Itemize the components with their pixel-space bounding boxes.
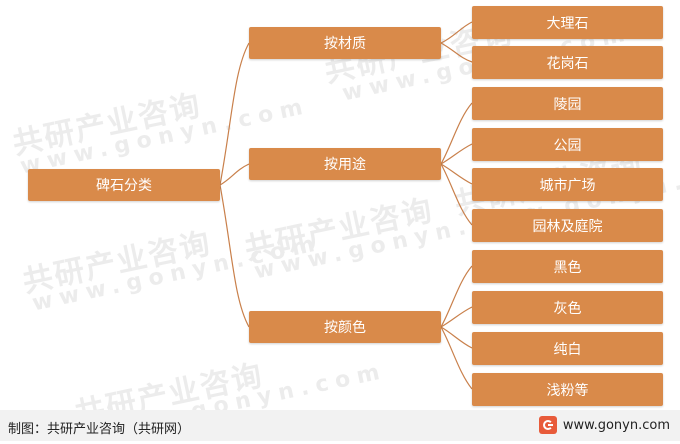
connector-color-white <box>440 326 473 349</box>
leaf-granite-label: 花岗石 <box>546 55 589 72</box>
footer-brand: www.gonyn.com <box>538 416 670 434</box>
leaf-square-label: 城市广场 <box>539 177 596 194</box>
root-node: 碑石分类 <box>28 169 220 201</box>
leaf-garden-label: 园林及庭院 <box>532 218 603 235</box>
leaf-black-label: 黑色 <box>553 259 582 276</box>
leaf-white-label: 纯白 <box>553 341 582 358</box>
connector-use-square <box>440 163 473 185</box>
leaf-gray-label: 灰色 <box>553 300 582 317</box>
branch-color-node: 按颜色 <box>249 311 441 343</box>
footer-bar: 制图：共研产业咨询（共研网） www.gonyn.com <box>0 410 680 441</box>
website-text: www.gonyn.com <box>562 417 670 433</box>
watermark-url: www.gonyn.com <box>30 230 324 317</box>
watermark-brand: 共研产业咨询 <box>19 225 215 301</box>
leaf-garden-node: 园林及庭院 <box>472 209 663 242</box>
leaf-marble-node: 大理石 <box>472 6 663 39</box>
connector-root-material <box>219 42 250 186</box>
leaf-gray-node: 灰色 <box>472 291 663 324</box>
leaf-park-label: 公园 <box>553 137 582 154</box>
connector-color-gray <box>440 306 473 328</box>
connector-use-park <box>440 143 473 165</box>
connector-root-use <box>219 163 250 186</box>
connector-color-black <box>440 265 473 328</box>
leaf-marble-label: 大理石 <box>546 15 589 32</box>
branch-use-label: 按用途 <box>324 157 366 173</box>
watermark-brand: 共研产业咨询 <box>9 87 205 163</box>
leaf-cemetery-label: 陵园 <box>553 96 582 113</box>
leaf-white-node: 纯白 <box>472 332 663 365</box>
leaf-park-node: 公园 <box>472 128 663 161</box>
connector-root-color <box>219 184 250 328</box>
connector-use-cemetery <box>440 102 473 165</box>
branch-material-label: 按材质 <box>324 36 366 52</box>
connector-use-garden <box>440 163 473 226</box>
source-text: 制图：共研产业咨询（共研网） <box>8 422 191 437</box>
branch-use-node: 按用途 <box>249 148 441 180</box>
watermark-brand: 共研产业咨询 <box>241 192 437 268</box>
leaf-cemetery-node: 陵园 <box>472 87 663 120</box>
leaf-pink-label: 浅粉等 <box>546 382 589 399</box>
leaf-granite-node: 花岗石 <box>472 46 663 79</box>
leaf-pink-node: 浅粉等 <box>472 373 663 406</box>
root-node-label: 碑石分类 <box>96 178 152 194</box>
branch-color-label: 按颜色 <box>324 320 366 336</box>
leaf-black-node: 黑色 <box>472 250 663 283</box>
gonyn-logo-icon <box>538 416 557 434</box>
connector-material-marble <box>440 21 473 44</box>
branch-material-node: 按材质 <box>249 27 441 59</box>
connector-color-pink <box>440 326 473 390</box>
leaf-square-node: 城市广场 <box>472 168 663 201</box>
connector-material-granite <box>440 42 473 63</box>
